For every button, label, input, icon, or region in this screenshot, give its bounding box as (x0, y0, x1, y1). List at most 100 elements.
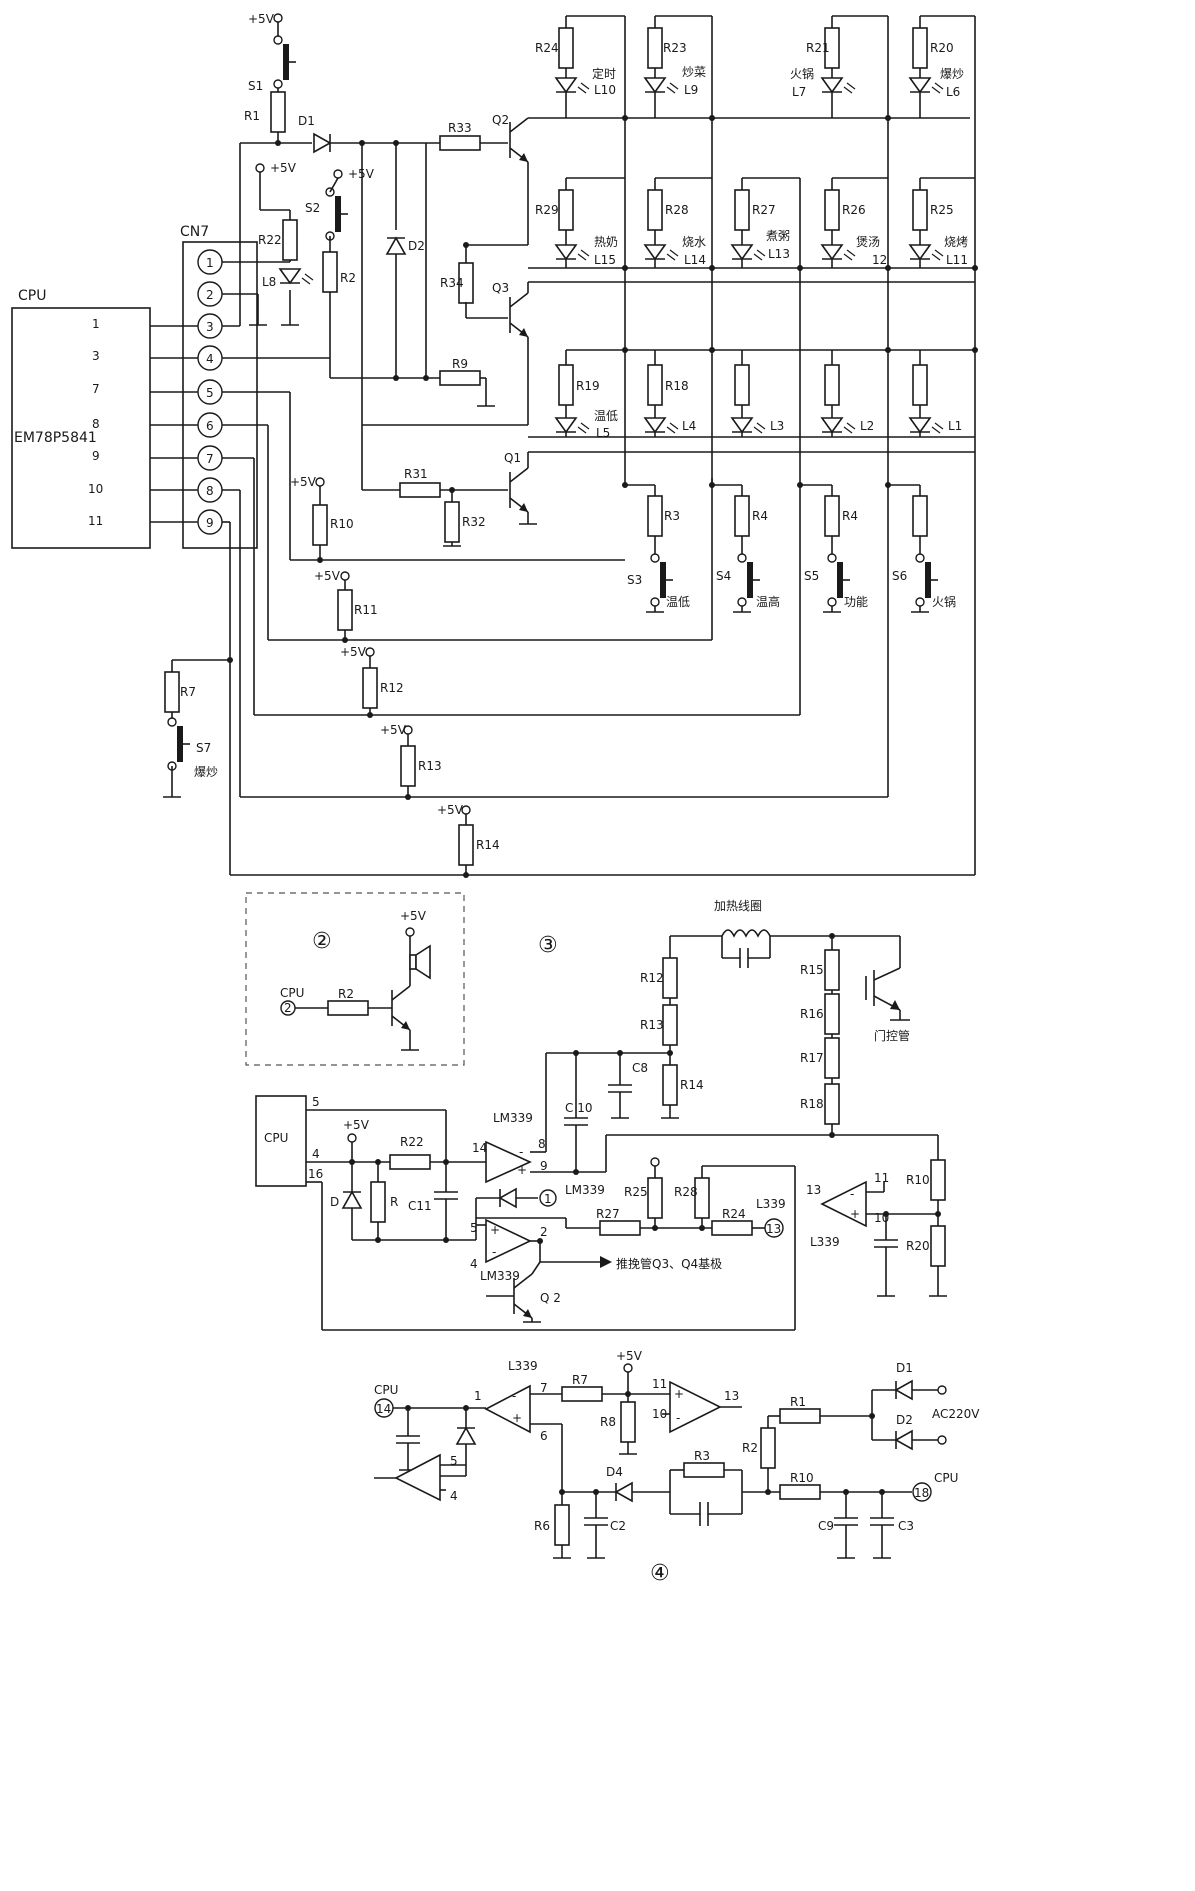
cpu-chip-label: EM78P5841 (14, 430, 97, 446)
svg-text:R9: R9 (452, 357, 468, 371)
section-2-marker: ② (312, 929, 332, 954)
svg-text:Q2: Q2 (492, 113, 509, 127)
r32-resistor (444, 501, 460, 543)
s7-switch (167, 717, 191, 771)
r9-resistor (439, 370, 481, 386)
svg-text:CPU: CPU (934, 1471, 958, 1485)
svg-text:+5V: +5V (437, 803, 464, 817)
svg-text:1: 1 (92, 317, 100, 331)
cpu-title: CPU (18, 288, 46, 304)
svg-text:12: 12 (872, 253, 887, 267)
svg-text:R16: R16 (800, 1007, 824, 1021)
svg-text:R34: R34 (440, 276, 464, 290)
svg-text:C3: C3 (898, 1519, 914, 1533)
svg-text:5: 5 (206, 386, 214, 400)
svg-text:L3: L3 (770, 419, 784, 433)
svg-text:门控管: 门控管 (874, 1028, 910, 1043)
svg-text:C9: C9 (818, 1519, 834, 1533)
svg-text:11: 11 (652, 1377, 667, 1391)
svg-text:功能: 功能 (844, 595, 868, 609)
svg-text:C8: C8 (632, 1061, 648, 1075)
svg-text:R4: R4 (752, 509, 768, 523)
svg-text:定时: 定时 (592, 66, 616, 81)
q1-transistor (509, 467, 529, 513)
svg-text:L9: L9 (684, 83, 698, 97)
svg-text:+5V: +5V (616, 1349, 643, 1363)
svg-text:R2: R2 (338, 987, 354, 1001)
svg-text:L10: L10 (594, 83, 616, 97)
svg-text:R27: R27 (596, 1207, 620, 1221)
voltage-divider-left: R12 R13 R14 C8 C 10 (546, 936, 704, 1172)
svg-text:R18: R18 (800, 1097, 824, 1111)
svg-text:1: 1 (544, 1192, 552, 1206)
cpu-cn7-wires (150, 325, 172, 523)
svg-text:温低: 温低 (666, 595, 690, 609)
svg-text:13: 13 (724, 1389, 739, 1403)
buzzer-circuit: +5V CPU 2 R2 (280, 909, 431, 1051)
svg-text:加热线圈: 加热线圈 (714, 899, 762, 913)
voltage-divider-right: R15 R16 R17 R18 (605, 936, 939, 1172)
svg-text:R10: R10 (906, 1173, 930, 1187)
svg-text:+5V: +5V (248, 12, 275, 26)
svg-text:L2: L2 (860, 419, 874, 433)
svg-text:-: - (850, 1187, 854, 1201)
svg-text:L5: L5 (596, 426, 610, 440)
q2-transistor (509, 117, 529, 163)
svg-text:5: 5 (312, 1095, 320, 1109)
svg-text:11: 11 (88, 514, 103, 528)
svg-text:8: 8 (92, 417, 100, 431)
svg-text:R24: R24 (535, 41, 559, 55)
svg-text:D1: D1 (896, 1361, 913, 1375)
cn7-title: CN7 (180, 224, 209, 240)
svg-text:-: - (676, 1411, 680, 1425)
svg-text:10: 10 (652, 1407, 667, 1421)
svg-text:R14: R14 (680, 1078, 704, 1092)
lm339-comparator-b: +- 5 4 2 LM339 1 推挽管Q3、Q4基极 Q 2 (470, 1187, 722, 1323)
svg-text:R33: R33 (448, 121, 472, 135)
svg-text:温低: 温低 (594, 409, 618, 423)
svg-text:-: - (492, 1245, 496, 1259)
svg-text:S6: S6 (892, 569, 907, 583)
svg-text:火锅: 火锅 (790, 66, 814, 81)
svg-text:7: 7 (92, 382, 100, 396)
svg-text:D2: D2 (408, 239, 425, 253)
svg-text:R15: R15 (800, 963, 824, 977)
svg-text:R32: R32 (462, 515, 486, 529)
svg-text:C2: C2 (610, 1519, 626, 1533)
svg-text:1: 1 (474, 1389, 482, 1403)
svg-text:推挽管Q3、Q4基极: 推挽管Q3、Q4基极 (616, 1256, 722, 1271)
svg-text:R22: R22 (258, 233, 282, 247)
svg-text:14: 14 (376, 1402, 391, 1416)
svg-text:16: 16 (308, 1167, 323, 1181)
svg-text:+: + (490, 1223, 500, 1237)
svg-text:+5V: +5V (290, 475, 317, 489)
svg-text:煮粥: 煮粥 (766, 229, 790, 243)
section-3-marker: ③ (538, 933, 558, 958)
svg-text:+: + (850, 1207, 860, 1221)
svg-text:R1: R1 (790, 1395, 806, 1409)
svg-text:R4: R4 (842, 509, 858, 523)
svg-text:9: 9 (92, 449, 100, 463)
svg-text:7: 7 (540, 1381, 548, 1395)
svg-text:S1: S1 (248, 79, 263, 93)
svg-text:R25: R25 (930, 203, 954, 217)
svg-text:爆炒: 爆炒 (940, 67, 964, 81)
d2-diode (385, 236, 407, 255)
svg-text:R12: R12 (640, 971, 664, 985)
svg-text:R11: R11 (354, 603, 378, 617)
r1-resistor (270, 91, 286, 133)
svg-text:R13: R13 (418, 759, 442, 773)
svg-text:4: 4 (450, 1489, 458, 1503)
igbt-gate-tube: 门控管 (865, 936, 910, 1043)
svg-text:R22: R22 (400, 1135, 424, 1149)
r2-resistor (322, 251, 338, 293)
svg-text:13: 13 (806, 1183, 821, 1197)
svg-text:LM339: LM339 (493, 1111, 533, 1125)
svg-text:D1: D1 (298, 114, 315, 128)
svg-text:爆炒: 爆炒 (194, 765, 218, 779)
svg-text:R3: R3 (694, 1449, 710, 1463)
svg-text:S5: S5 (804, 569, 819, 583)
reference-network: R27 R25 R28 R24 13 L339 (596, 1157, 786, 1238)
